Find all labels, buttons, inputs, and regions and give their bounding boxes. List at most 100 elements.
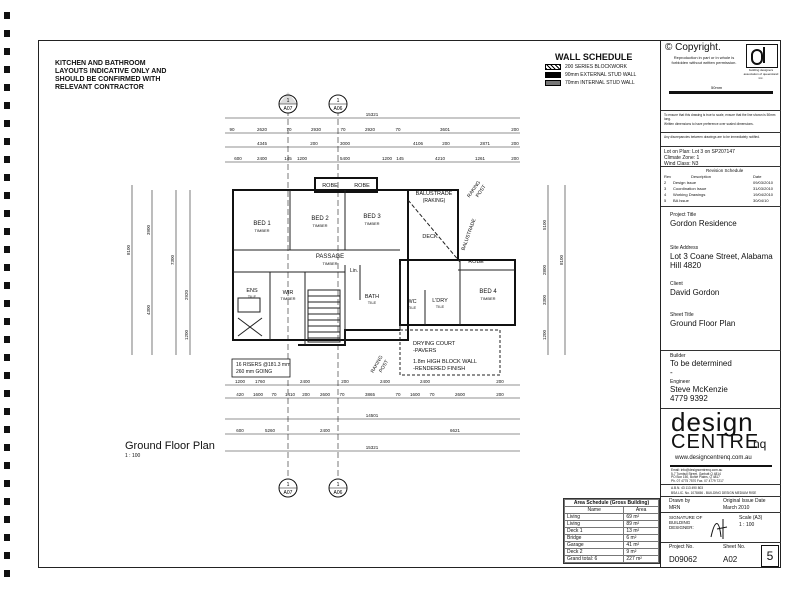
room-ldry: L'DRY [432, 298, 448, 304]
svg-text:70: 70 [395, 127, 401, 132]
wall-schedule-title: WALL SCHEDULE [555, 52, 633, 62]
signature-cell: SIGNATURE OF BUILDING DESIGNER: Scale (A… [661, 513, 781, 543]
svg-text:70: 70 [340, 127, 346, 132]
project-number: D09062 [669, 555, 698, 564]
wall-type: 200 SERIES BLOCKWORK [565, 64, 627, 70]
svg-text:2800: 2800 [542, 264, 547, 275]
svg-text:1: 1 [337, 482, 340, 488]
svg-text:260 mm GOING: 260 mm GOING [236, 369, 272, 375]
floor-plan: 1 A07 1 A06 1 A07 1 A06 15321 90 2620 70… [126, 92, 566, 498]
svg-text:TIMBER: TIMBER [280, 296, 295, 301]
section-marker-top-right [328, 94, 348, 114]
revision-number: 5 [761, 545, 779, 567]
svg-text:4210: 4210 [435, 156, 446, 161]
svg-text:4345: 4345 [257, 141, 268, 146]
section-marker-bottom-left [278, 478, 298, 498]
svg-text:1: 1 [287, 98, 290, 104]
svg-text:145: 145 [396, 156, 404, 161]
svg-text:2871: 2871 [480, 141, 491, 146]
svg-text:70: 70 [429, 392, 435, 397]
svg-text:2620: 2620 [257, 127, 268, 132]
drawing-sheet-border [38, 40, 781, 568]
svg-text:3000: 3000 [340, 141, 351, 146]
svg-text:TIMBER: TIMBER [364, 221, 379, 226]
room-robe2: ROBE [354, 183, 370, 189]
svg-text:8100: 8100 [559, 254, 564, 265]
room-passage: PASSAGE [316, 254, 344, 260]
project-info: Project Title Gordon Residence Site Addr… [661, 207, 781, 351]
room-ens: ENS [246, 288, 258, 294]
svg-text:2400: 2400 [320, 428, 331, 433]
sheet-number-cell: Project No. D09062 Sheet No. A02 5 [661, 543, 781, 567]
svg-text:70: 70 [339, 392, 345, 397]
svg-text:A07: A07 [284, 106, 293, 112]
room-lin: Lin. [350, 268, 358, 274]
svg-text:-RENDERED FINISH: -RENDERED FINISH [413, 366, 465, 372]
binding-spiral [4, 12, 10, 577]
svg-text:A07: A07 [284, 490, 293, 496]
svg-text:1261: 1261 [475, 156, 486, 161]
room-bed2: BED 2 [311, 216, 329, 222]
svg-text:4300: 4300 [146, 304, 151, 315]
dim-overall-bottom: 14501 [366, 413, 379, 418]
svg-text:1: 1 [287, 482, 290, 488]
svg-text:70: 70 [395, 392, 401, 397]
svg-text:420: 420 [236, 392, 244, 397]
svg-text:2400: 2400 [420, 379, 431, 384]
svg-text:TILE: TILE [368, 300, 377, 305]
svg-text:4106: 4106 [413, 141, 424, 146]
svg-text:70: 70 [271, 392, 277, 397]
svg-text:70: 70 [286, 127, 292, 132]
svg-text:TIMBER: TIMBER [480, 296, 495, 301]
design-centre-logo: design CENTRE nq www.designcentrenq.com.… [661, 407, 781, 485]
svg-text:200: 200 [341, 379, 349, 384]
room-bath: BATH [365, 294, 379, 300]
project-title: Gordon Residence [670, 219, 737, 228]
room-deck: DECK [422, 234, 438, 240]
svg-text:145: 145 [284, 156, 292, 161]
svg-text:1600: 1600 [410, 392, 421, 397]
builder-engineer: Builder To be determined - Engineer Stev… [661, 351, 781, 409]
svg-text:(RAKING): (RAKING) [423, 198, 446, 204]
svg-text:200: 200 [511, 156, 519, 161]
svg-text:TILE: TILE [408, 305, 417, 310]
svg-text:200: 200 [496, 392, 504, 397]
svg-text:A06: A06 [334, 490, 343, 496]
svg-text:1200: 1200 [235, 379, 246, 384]
svg-text:90: 90 [229, 127, 235, 132]
drying-court-label: DRYING COURT [413, 341, 456, 347]
svg-text:TIMBER: TIMBER [254, 228, 269, 233]
svg-text:5260: 5260 [265, 428, 276, 433]
svg-text:600: 600 [234, 156, 242, 161]
title-block: © Copyright. Reproduction in part or in … [660, 41, 781, 567]
svg-text:5400: 5400 [340, 156, 351, 161]
svg-text:3900: 3900 [146, 224, 151, 235]
plan-scale: 1 : 100 [125, 453, 141, 459]
svg-text:1200: 1200 [297, 156, 308, 161]
sheet-title: Ground Floor Plan [670, 319, 736, 328]
svg-text:5100: 5100 [542, 219, 547, 230]
wall-type: 70mm INTERNAL STUD WALL [565, 80, 635, 86]
layout-note: KITCHEN AND BATHROOM LAYOUTS INDICATIVE … [55, 60, 167, 91]
sheet-number: A02 [723, 555, 738, 564]
svg-text:6621: 6621 [450, 428, 461, 433]
svg-text:2920: 2920 [365, 127, 376, 132]
wall-schedule: WALL SCHEDULE 200 SERIES BLOCKWORK 90mm … [545, 52, 650, 86]
client-name: David Gordon [670, 288, 720, 297]
svg-text:2600: 2600 [320, 392, 331, 397]
room-bed3: BED 3 [363, 214, 381, 220]
svg-text:600: 600 [236, 428, 244, 433]
svg-text:-PAVERS: -PAVERS [413, 348, 437, 354]
svg-text:2600: 2600 [455, 392, 466, 397]
svg-text:200: 200 [442, 141, 450, 146]
revision-schedule: Revision Schedule Rev Description Date 2… [661, 167, 781, 207]
svg-text:2400: 2400 [257, 156, 268, 161]
svg-text:200: 200 [511, 127, 519, 132]
section-marker-bottom-right [328, 478, 348, 498]
room-robe1: ROBE [322, 183, 338, 189]
bdaq-logo-icon [746, 44, 778, 68]
svg-text:3300: 3300 [542, 294, 547, 305]
